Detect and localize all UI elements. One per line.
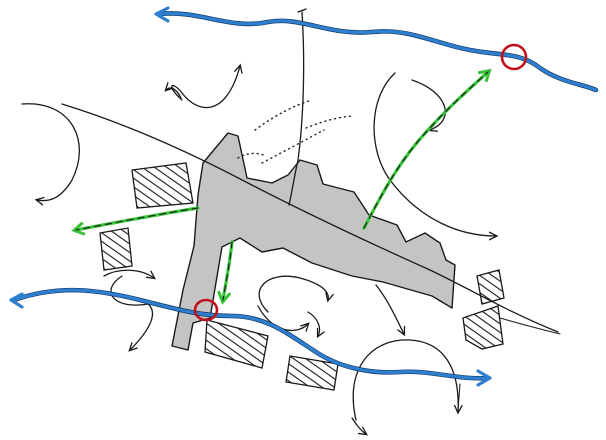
flow-arrow-east: [411, 79, 446, 130]
flow-arrow-loop-top: [171, 66, 240, 109]
flow-arrow-center-loop: [258, 275, 328, 313]
north-river: [154, 6, 599, 93]
flow-arrow-northeast: [373, 72, 496, 236]
green-arrow-west: [76, 206, 200, 230]
hatched-block-south-small: [285, 355, 339, 391]
flow-arrow-southwest: [110, 275, 154, 350]
hatched-block-east-upper: [476, 269, 505, 305]
hatched-block-east-lower: [462, 305, 504, 350]
north-path-stub: [297, 8, 307, 13]
site-footprint: [171, 132, 456, 351]
east-tail-line: [499, 317, 561, 335]
main-road-line: [61, 103, 559, 333]
south-vertical-tick: [457, 383, 461, 411]
hatched-block-northwest: [131, 162, 194, 209]
dotted-contours: [237, 99, 353, 164]
flow-arrow-south-end: [351, 417, 366, 434]
hatched-blocks: [99, 162, 505, 391]
node-south-river: [193, 298, 219, 322]
green-arrow-south: [223, 240, 234, 300]
flow-arrow-west: [21, 103, 81, 201]
north-path-line: [288, 11, 305, 206]
node-north-river: [500, 43, 528, 71]
flow-arrow-loop-top-start: [166, 88, 182, 99]
green-arrow-northeast: [362, 72, 488, 230]
flow-arrow-east-small: [307, 311, 320, 336]
flow-arrow-west-mid: [103, 269, 154, 278]
flow-arrow-southeast-loop: [352, 339, 458, 421]
south-river: [9, 287, 492, 387]
flow-arrow-diagonal: [375, 284, 404, 334]
hatched-block-west: [99, 227, 133, 271]
green-corridors: [76, 72, 488, 300]
hatched-block-south: [204, 319, 269, 369]
